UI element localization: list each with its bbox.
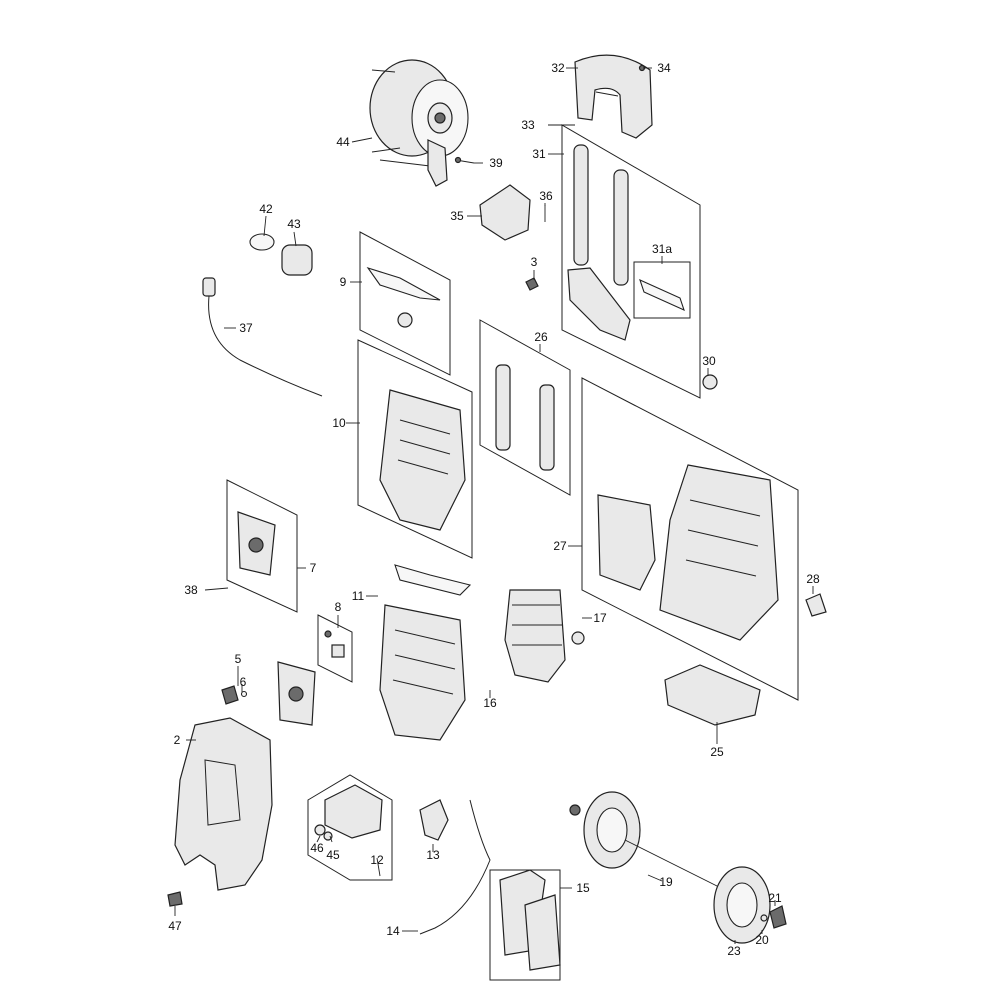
part-label-27: 27 xyxy=(553,539,567,553)
part-label-9: 9 xyxy=(339,275,347,289)
hose-14 xyxy=(419,799,491,935)
fitting-47 xyxy=(167,891,183,907)
cover-plate-9 xyxy=(366,266,441,301)
part-label-35: 35 xyxy=(450,209,464,223)
tube-pair-26 xyxy=(495,364,555,471)
motor-17 xyxy=(504,589,566,683)
washer-20 xyxy=(760,914,768,922)
fitting-8 xyxy=(324,630,345,658)
group-frame-handle xyxy=(561,124,701,399)
cup-13 xyxy=(419,799,449,841)
housing-11 xyxy=(379,564,472,741)
part-label-11: 11 xyxy=(351,589,365,603)
bushing-30 xyxy=(702,374,718,390)
part-label-45: 45 xyxy=(326,848,340,862)
ring-45 xyxy=(323,831,333,841)
part-label-13: 13 xyxy=(426,848,440,862)
part-label-44: 44 xyxy=(336,135,350,149)
part-label-5: 5 xyxy=(234,652,242,666)
part-label-26: 26 xyxy=(534,330,548,344)
part-label-39: 39 xyxy=(489,156,503,170)
part-label-23: 23 xyxy=(727,944,741,958)
group-frame-26 xyxy=(479,319,571,496)
wheel-left xyxy=(569,791,641,869)
part-label-20: 20 xyxy=(755,933,769,947)
part-label-28: 28 xyxy=(806,572,820,586)
panel-left xyxy=(277,661,316,726)
bracket-35 xyxy=(479,184,531,241)
part-label-12: 12 xyxy=(370,853,384,867)
tubes-31 xyxy=(567,144,631,341)
part-label-38: 38 xyxy=(184,583,198,597)
fitting-16 xyxy=(571,631,585,645)
group-frame-8 xyxy=(317,614,353,683)
part-label-10: 10 xyxy=(332,416,346,430)
oring-6 xyxy=(240,690,248,698)
power-cable-37 xyxy=(202,277,323,397)
part-label-31: 31 xyxy=(532,147,546,161)
part-label-21: 21 xyxy=(768,891,782,905)
group-frame-7 xyxy=(226,479,298,613)
part-label-15: 15 xyxy=(576,881,590,895)
front-cover-2 xyxy=(174,717,273,891)
leader-lines xyxy=(174,67,814,944)
clip-28 xyxy=(805,593,827,617)
group-frame-12 xyxy=(307,774,393,881)
seal-46 xyxy=(314,824,326,836)
group-frame-9 xyxy=(359,231,451,376)
part-label-30: 30 xyxy=(702,354,716,368)
part-label-14: 14 xyxy=(386,924,400,938)
housing-27 xyxy=(597,464,779,641)
part-label-33: 33 xyxy=(521,118,535,132)
part-label-6: 6 xyxy=(239,675,247,689)
screw-39 xyxy=(454,156,475,164)
part-label-2: 2 xyxy=(173,733,181,747)
part-label-47: 47 xyxy=(168,919,182,933)
hose-reel xyxy=(369,59,469,187)
panel-7 xyxy=(237,511,276,576)
part-label-42: 42 xyxy=(259,202,273,216)
axle-19 xyxy=(624,839,726,891)
knob-5 xyxy=(221,685,239,705)
screw-38 xyxy=(204,587,229,591)
part-label-16: 16 xyxy=(483,696,497,710)
part-label-17: 17 xyxy=(593,611,607,625)
part-label-7: 7 xyxy=(309,561,317,575)
cover-15 xyxy=(499,869,561,971)
part-label-43: 43 xyxy=(287,217,301,231)
housing-10 xyxy=(379,389,466,531)
part-label-34: 34 xyxy=(657,61,671,75)
group-frame-10 xyxy=(357,339,473,559)
part-label-3: 3 xyxy=(530,255,538,269)
part-label-31a: 31a xyxy=(651,242,673,256)
part-label-36: 36 xyxy=(539,189,553,203)
shroud-25 xyxy=(664,664,761,726)
part-label-19: 19 xyxy=(659,875,673,889)
part-label-46: 46 xyxy=(310,841,324,855)
wheel-23 xyxy=(713,866,771,944)
clip-31a xyxy=(633,261,691,319)
group-frame-27 xyxy=(581,377,799,701)
group-frame-15 xyxy=(489,869,561,981)
hose-clamp-42 xyxy=(249,233,275,251)
filter-43 xyxy=(281,244,313,276)
clip-3 xyxy=(525,277,539,291)
handle-32 xyxy=(574,54,653,139)
cap-21 xyxy=(769,905,787,929)
part-label-32: 32 xyxy=(551,61,565,75)
part-label-37: 37 xyxy=(239,321,253,335)
filter-housing-12 xyxy=(324,784,383,839)
part-label-25: 25 xyxy=(710,745,724,759)
part-label-8: 8 xyxy=(334,600,342,614)
